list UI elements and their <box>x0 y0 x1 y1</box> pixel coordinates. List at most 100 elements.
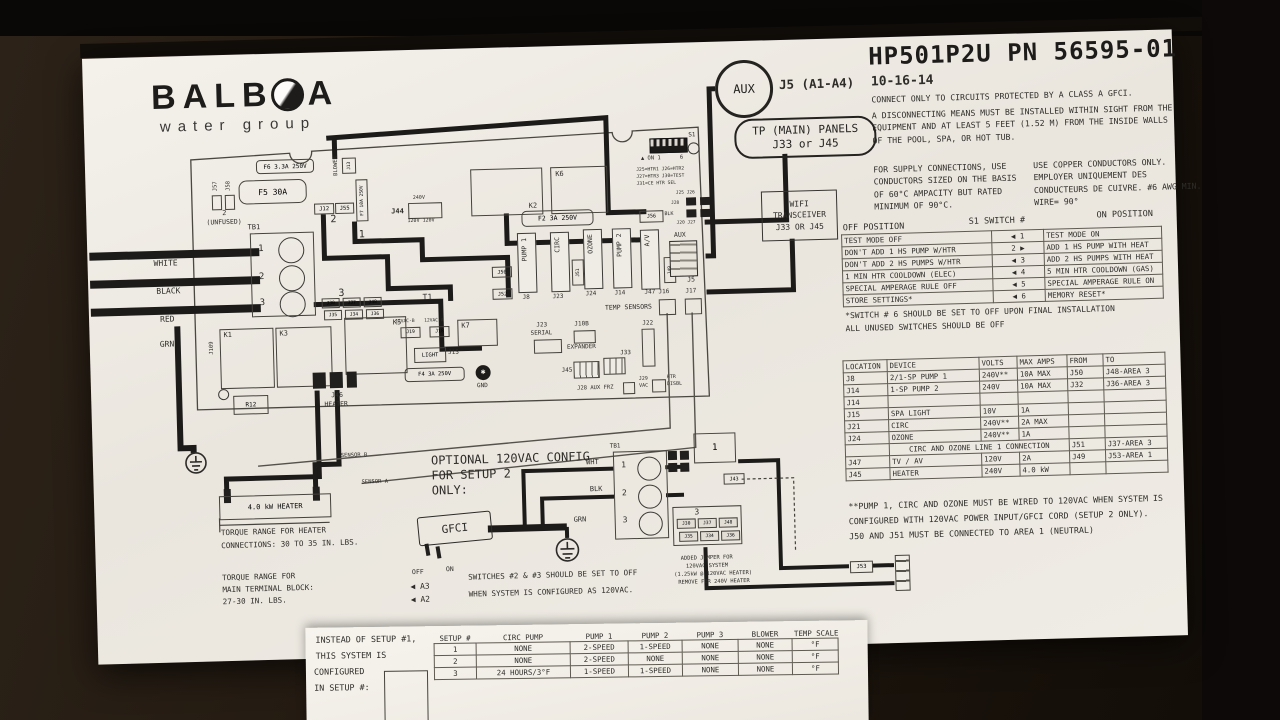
cell: 120V <box>981 452 1020 466</box>
cell: ◀ 6 <box>993 289 1046 303</box>
switch-a3: ◀ A3 <box>410 582 430 592</box>
j46-tab <box>312 372 327 389</box>
fuse-f2: F2 3A 250V <box>521 209 594 228</box>
relay-k6-label: K6 <box>555 169 564 179</box>
cell <box>1068 413 1105 427</box>
section-3-label: 3 <box>694 507 700 517</box>
connector-j24: J24 <box>585 290 597 298</box>
optional-title-3: ONLY: <box>431 482 469 498</box>
expander-label: EXPANDER <box>566 343 596 351</box>
connector-j13-label: J13 <box>346 161 352 170</box>
connector-j47: J47 <box>644 288 656 296</box>
zone3-row2: J35 J34 J36 <box>323 308 385 321</box>
added-jumper-2: 120VAC SYSTEM <box>685 562 729 570</box>
tb1b-num-3: 3 <box>622 515 628 525</box>
aux-ref: J5 (A1-A4) <box>778 74 855 93</box>
background-right-bar <box>1202 0 1280 720</box>
htr-label: HTR <box>666 373 676 381</box>
logo-text-suffix: A <box>306 73 340 113</box>
j23-serial-num: J23 <box>536 321 548 329</box>
connector-j56-label: J56 <box>646 213 657 220</box>
connector-j18: J18 <box>429 326 450 338</box>
sensor-a-label: SENSOR A <box>361 478 389 486</box>
triangle-up-icon: ▲ <box>640 155 645 162</box>
arrow-left-icon: ◀ <box>410 582 416 592</box>
j56-blk-label: BLK <box>664 210 674 218</box>
jumper-j25-j26: J25 J26 <box>675 190 695 196</box>
cell <box>979 392 1019 406</box>
zone-2: 2 <box>330 214 337 226</box>
connector-j43-label: J43 <box>729 475 739 482</box>
cell <box>1068 401 1105 415</box>
connector-j16: J16 <box>658 288 670 296</box>
strip-pump2: PUMP 2 <box>611 228 633 289</box>
cell: MEMORY RESET* <box>1045 286 1164 302</box>
cell: 1-SPEED <box>628 664 683 677</box>
gnd-label: GND <box>476 381 488 390</box>
tb1-label: TB1 <box>247 223 261 232</box>
cell <box>1067 389 1105 403</box>
cell: 1-SPEED <box>570 664 629 678</box>
connector-j53-label: J53 <box>856 563 867 571</box>
relay-k7-label: K7 <box>461 321 470 330</box>
connector-j18-label: J18 <box>435 329 444 335</box>
cell: NONE <box>682 651 739 665</box>
cell: °F <box>792 649 839 663</box>
label-unfused: (UNFUSED) <box>206 217 242 227</box>
dip-on1-label: ON 1 <box>647 155 661 162</box>
tp-panels-line2: J33 or J45 <box>772 136 839 152</box>
relay-k6: K6 <box>550 165 609 215</box>
cell: 1-SPEED <box>628 640 683 653</box>
j46-tab <box>346 371 357 388</box>
col-s1-switch: S1 SWITCH # <box>968 215 1026 227</box>
connector-j44-box <box>408 202 443 220</box>
zone3-row1: J30 J37 J48 <box>321 296 382 309</box>
strip-av-label: A/V <box>642 234 652 247</box>
instead-line-2: THIS SYSTEM IS <box>315 649 387 661</box>
transformer-t1: T1 <box>422 292 433 302</box>
connector-j19-label: J19 <box>406 329 415 336</box>
temp-sensors-label: TEMP SENSORS <box>604 302 652 312</box>
strip-pump1-label: PUMP 1 <box>520 237 529 262</box>
aux-callout-label: AUX <box>733 81 756 97</box>
connector-j44: J44 <box>391 207 405 216</box>
wire-label-white: WHITE <box>153 258 178 268</box>
tb1b-num-2: 2 <box>621 488 627 498</box>
jumper-j28: J28 <box>671 200 680 206</box>
connector-j46: J46 <box>331 390 344 400</box>
jumper-block <box>685 197 697 206</box>
wire-label-red: RED <box>159 314 175 324</box>
disbl-label: DISBL <box>666 380 683 388</box>
dip-arrow: ◀ <box>1012 279 1017 289</box>
cell: 2 <box>434 655 477 668</box>
jumper-block <box>699 196 711 206</box>
switch-num: 3 <box>1020 255 1026 265</box>
relay-k7: K7 <box>457 318 498 347</box>
instead-line-4: IN SETUP #: <box>314 682 370 693</box>
a2-label: A2 <box>420 594 431 604</box>
switch-num: 6 <box>1021 291 1027 301</box>
cell: 2-SPEED <box>570 640 629 654</box>
switch-num: 1 <box>1019 231 1025 241</box>
connector-box <box>211 195 223 211</box>
connector-j55: J55 <box>334 202 355 215</box>
torque-main-3: 27-30 IN. LBS. <box>222 595 287 607</box>
jumper-block <box>680 462 690 472</box>
connector-box <box>224 194 236 211</box>
j44-240v: 240V <box>412 194 426 201</box>
connector-j34: J34 <box>344 309 364 320</box>
grn-label: GRN <box>573 515 587 524</box>
cell: J50 <box>1067 365 1104 379</box>
dip-arrow: ◀ <box>1011 267 1017 277</box>
connector-j15: J15 <box>447 348 460 357</box>
j46-heater-label: HEATER <box>324 399 349 409</box>
strip-pump1: PUMP 1 <box>516 232 538 294</box>
heater-bar-label: 4.0 kW HEATER <box>247 502 303 512</box>
heater-bar: 4.0 kW HEATER <box>218 493 332 521</box>
connector-j58: J58 <box>225 180 232 191</box>
fuse-f6: F6 3.3A 250V <box>255 158 315 175</box>
setup-sticker: INSTEAD OF SETUP #1, THIS SYSTEM IS CONF… <box>305 620 869 720</box>
